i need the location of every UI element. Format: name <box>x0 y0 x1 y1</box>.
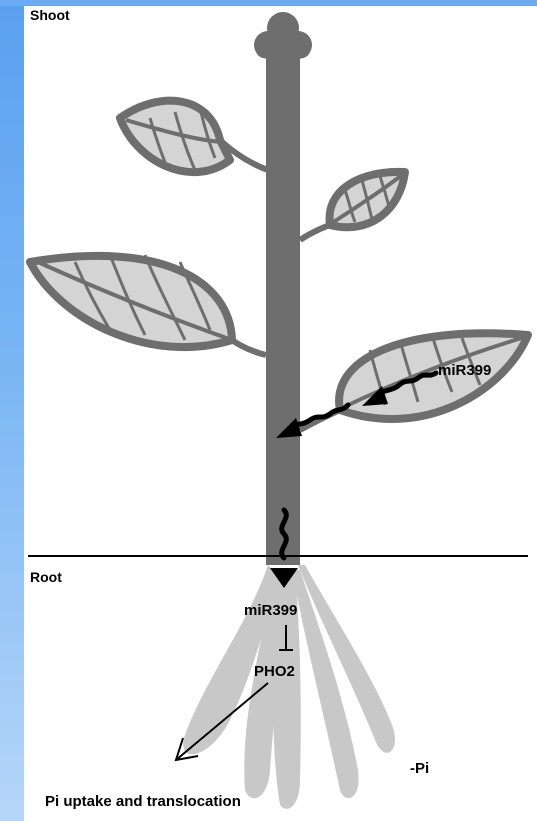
wavy-arrow-leaf-segment <box>375 370 439 399</box>
label-pi-uptake: Pi uptake and translocation <box>45 793 241 810</box>
root-lobe-right-outer <box>298 565 396 753</box>
leaf-upper-left <box>116 96 270 177</box>
inhibition-mark <box>279 625 293 651</box>
root-lobe-center <box>273 570 301 809</box>
pho2-to-pi-arrow <box>174 682 269 762</box>
leaves <box>26 96 532 433</box>
background-strip <box>0 0 24 821</box>
background-top-band <box>0 0 537 6</box>
leaf-middle-left <box>26 251 267 358</box>
wavy-arrow-root-segment <box>279 507 289 561</box>
mir399-transport-arrows <box>270 370 439 588</box>
leaf-upper-right <box>298 167 409 243</box>
arrowhead-leaf <box>362 386 388 406</box>
label-root: Root <box>30 569 62 585</box>
stem-bud-base <box>256 38 310 58</box>
arrowhead-stem <box>276 418 302 438</box>
label-shoot: Shoot <box>30 7 70 23</box>
label-minus-pi: -Pi <box>410 760 430 777</box>
label-mir399-leaf: miR399 <box>438 362 492 379</box>
label-pho2: PHO2 <box>254 663 295 680</box>
stem-trunk <box>266 40 300 565</box>
label-mir399-root: miR399 <box>244 602 298 619</box>
wavy-arrow-stem-segment <box>289 402 351 431</box>
stem <box>254 12 312 565</box>
arrowhead-root <box>270 568 298 588</box>
root-lobe-right-inner <box>292 570 359 799</box>
root-lobe-left-outer <box>183 565 278 755</box>
